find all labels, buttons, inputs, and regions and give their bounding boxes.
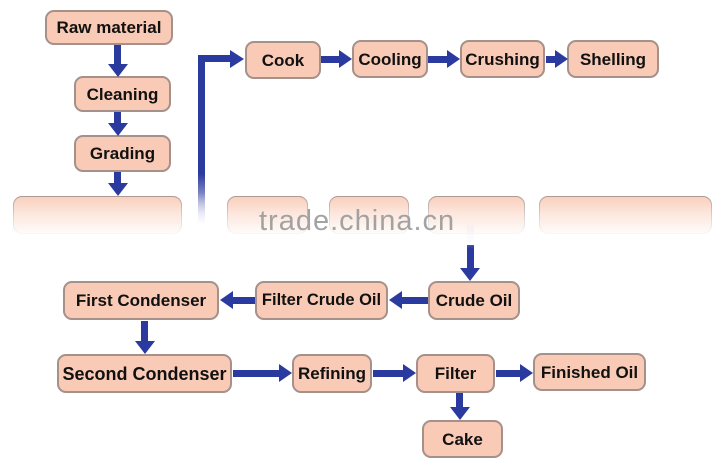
node-finished-oil: Finished Oil — [533, 353, 646, 391]
arrow-crudeoil-to-filtercrudeoil-line — [402, 297, 428, 304]
arrow-filter-to-cake-head — [450, 407, 470, 420]
arrow-cook-to-cooling-head — [339, 50, 352, 68]
arrow-grading-to-next-head — [108, 183, 128, 196]
arrow-filtercrudeoil-to-firstcondenser-line — [233, 297, 255, 304]
node-grading: Grading — [74, 135, 171, 172]
node-shelling: Shelling — [567, 40, 659, 78]
arrow-cooling-to-crushing-line — [428, 56, 447, 63]
node-filter-label: Filter — [434, 364, 477, 383]
arrow-cook-to-cooling-line — [321, 56, 339, 63]
watermark-wash-band — [0, 193, 725, 245]
arrow-filter-to-finishedoil-line — [496, 370, 520, 377]
node-second-condenser-label: Second Condenser — [62, 363, 227, 384]
arrow-first-to-second-condenser-line — [141, 321, 148, 341]
arrow-first-to-second-condenser-head — [135, 341, 155, 354]
connector-to-cook-line — [198, 55, 230, 62]
node-first-condenser-label: First Condenser — [75, 291, 207, 310]
node-cake-label: Cake — [442, 429, 483, 449]
node-cake: Cake — [422, 420, 503, 458]
arrow-cleaning-to-grading-line — [114, 112, 121, 123]
arrow-grading-to-next-line — [114, 172, 121, 183]
arrow-to-crude-oil-head — [460, 268, 480, 281]
node-cooling-label: Cooling — [358, 49, 422, 69]
arrow-raw-to-cleaning-head — [108, 64, 128, 77]
connector-to-cook-head — [230, 50, 244, 68]
arrow-refining-to-filter-head — [403, 364, 416, 382]
node-crushing: Crushing — [460, 40, 545, 78]
arrow-cooling-to-crushing-head — [447, 50, 460, 68]
arrow-to-crude-oil-line — [467, 224, 474, 268]
connector-up-vertical-line — [198, 55, 205, 225]
node-grading-label: Grading — [89, 144, 156, 163]
node-refining: Refining — [292, 354, 372, 393]
node-first-condenser: First Condenser — [63, 281, 219, 320]
watermark-text: trade.china.cn — [259, 205, 456, 237]
node-filter-crude-oil: Filter Crude Oil — [255, 281, 388, 320]
arrow-raw-to-cleaning-line — [114, 45, 121, 64]
node-crude-oil-label: Crude Oil — [435, 291, 513, 310]
node-refining-label: Refining — [298, 364, 366, 383]
arrow-crushing-to-shelling-line — [546, 56, 555, 63]
node-cleaning: Cleaning — [74, 76, 171, 112]
node-filter: Filter — [416, 354, 495, 393]
node-crude-oil: Crude Oil — [428, 281, 520, 320]
arrow-crudeoil-to-filtercrudeoil-head — [389, 291, 402, 309]
node-raw-material-label: Raw material — [56, 18, 162, 37]
node-filter-crude-oil-label: Filter Crude Oil — [261, 291, 382, 310]
node-cook: Cook — [245, 41, 321, 79]
node-crushing-label: Crushing — [465, 49, 540, 69]
node-shelling-label: Shelling — [579, 49, 647, 69]
node-cleaning-label: Cleaning — [86, 84, 159, 104]
arrow-refining-to-filter-line — [373, 370, 403, 377]
arrow-filter-to-finishedoil-head — [520, 364, 533, 382]
arrow-filter-to-cake-line — [456, 393, 463, 407]
arrow-crushing-to-shelling-head — [555, 50, 568, 68]
node-second-condenser: Second Condenser — [57, 354, 232, 393]
arrow-filtercrudeoil-to-firstcondenser-head — [220, 291, 233, 309]
arrow-cleaning-to-grading-head — [108, 123, 128, 136]
node-raw-material: Raw material — [45, 10, 173, 45]
node-cook-label: Cook — [261, 50, 305, 70]
node-cooling: Cooling — [352, 40, 428, 78]
arrow-secondcondenser-to-refining-line — [233, 370, 279, 377]
arrow-secondcondenser-to-refining-head — [279, 364, 292, 382]
node-finished-oil-label: Finished Oil — [540, 362, 639, 382]
